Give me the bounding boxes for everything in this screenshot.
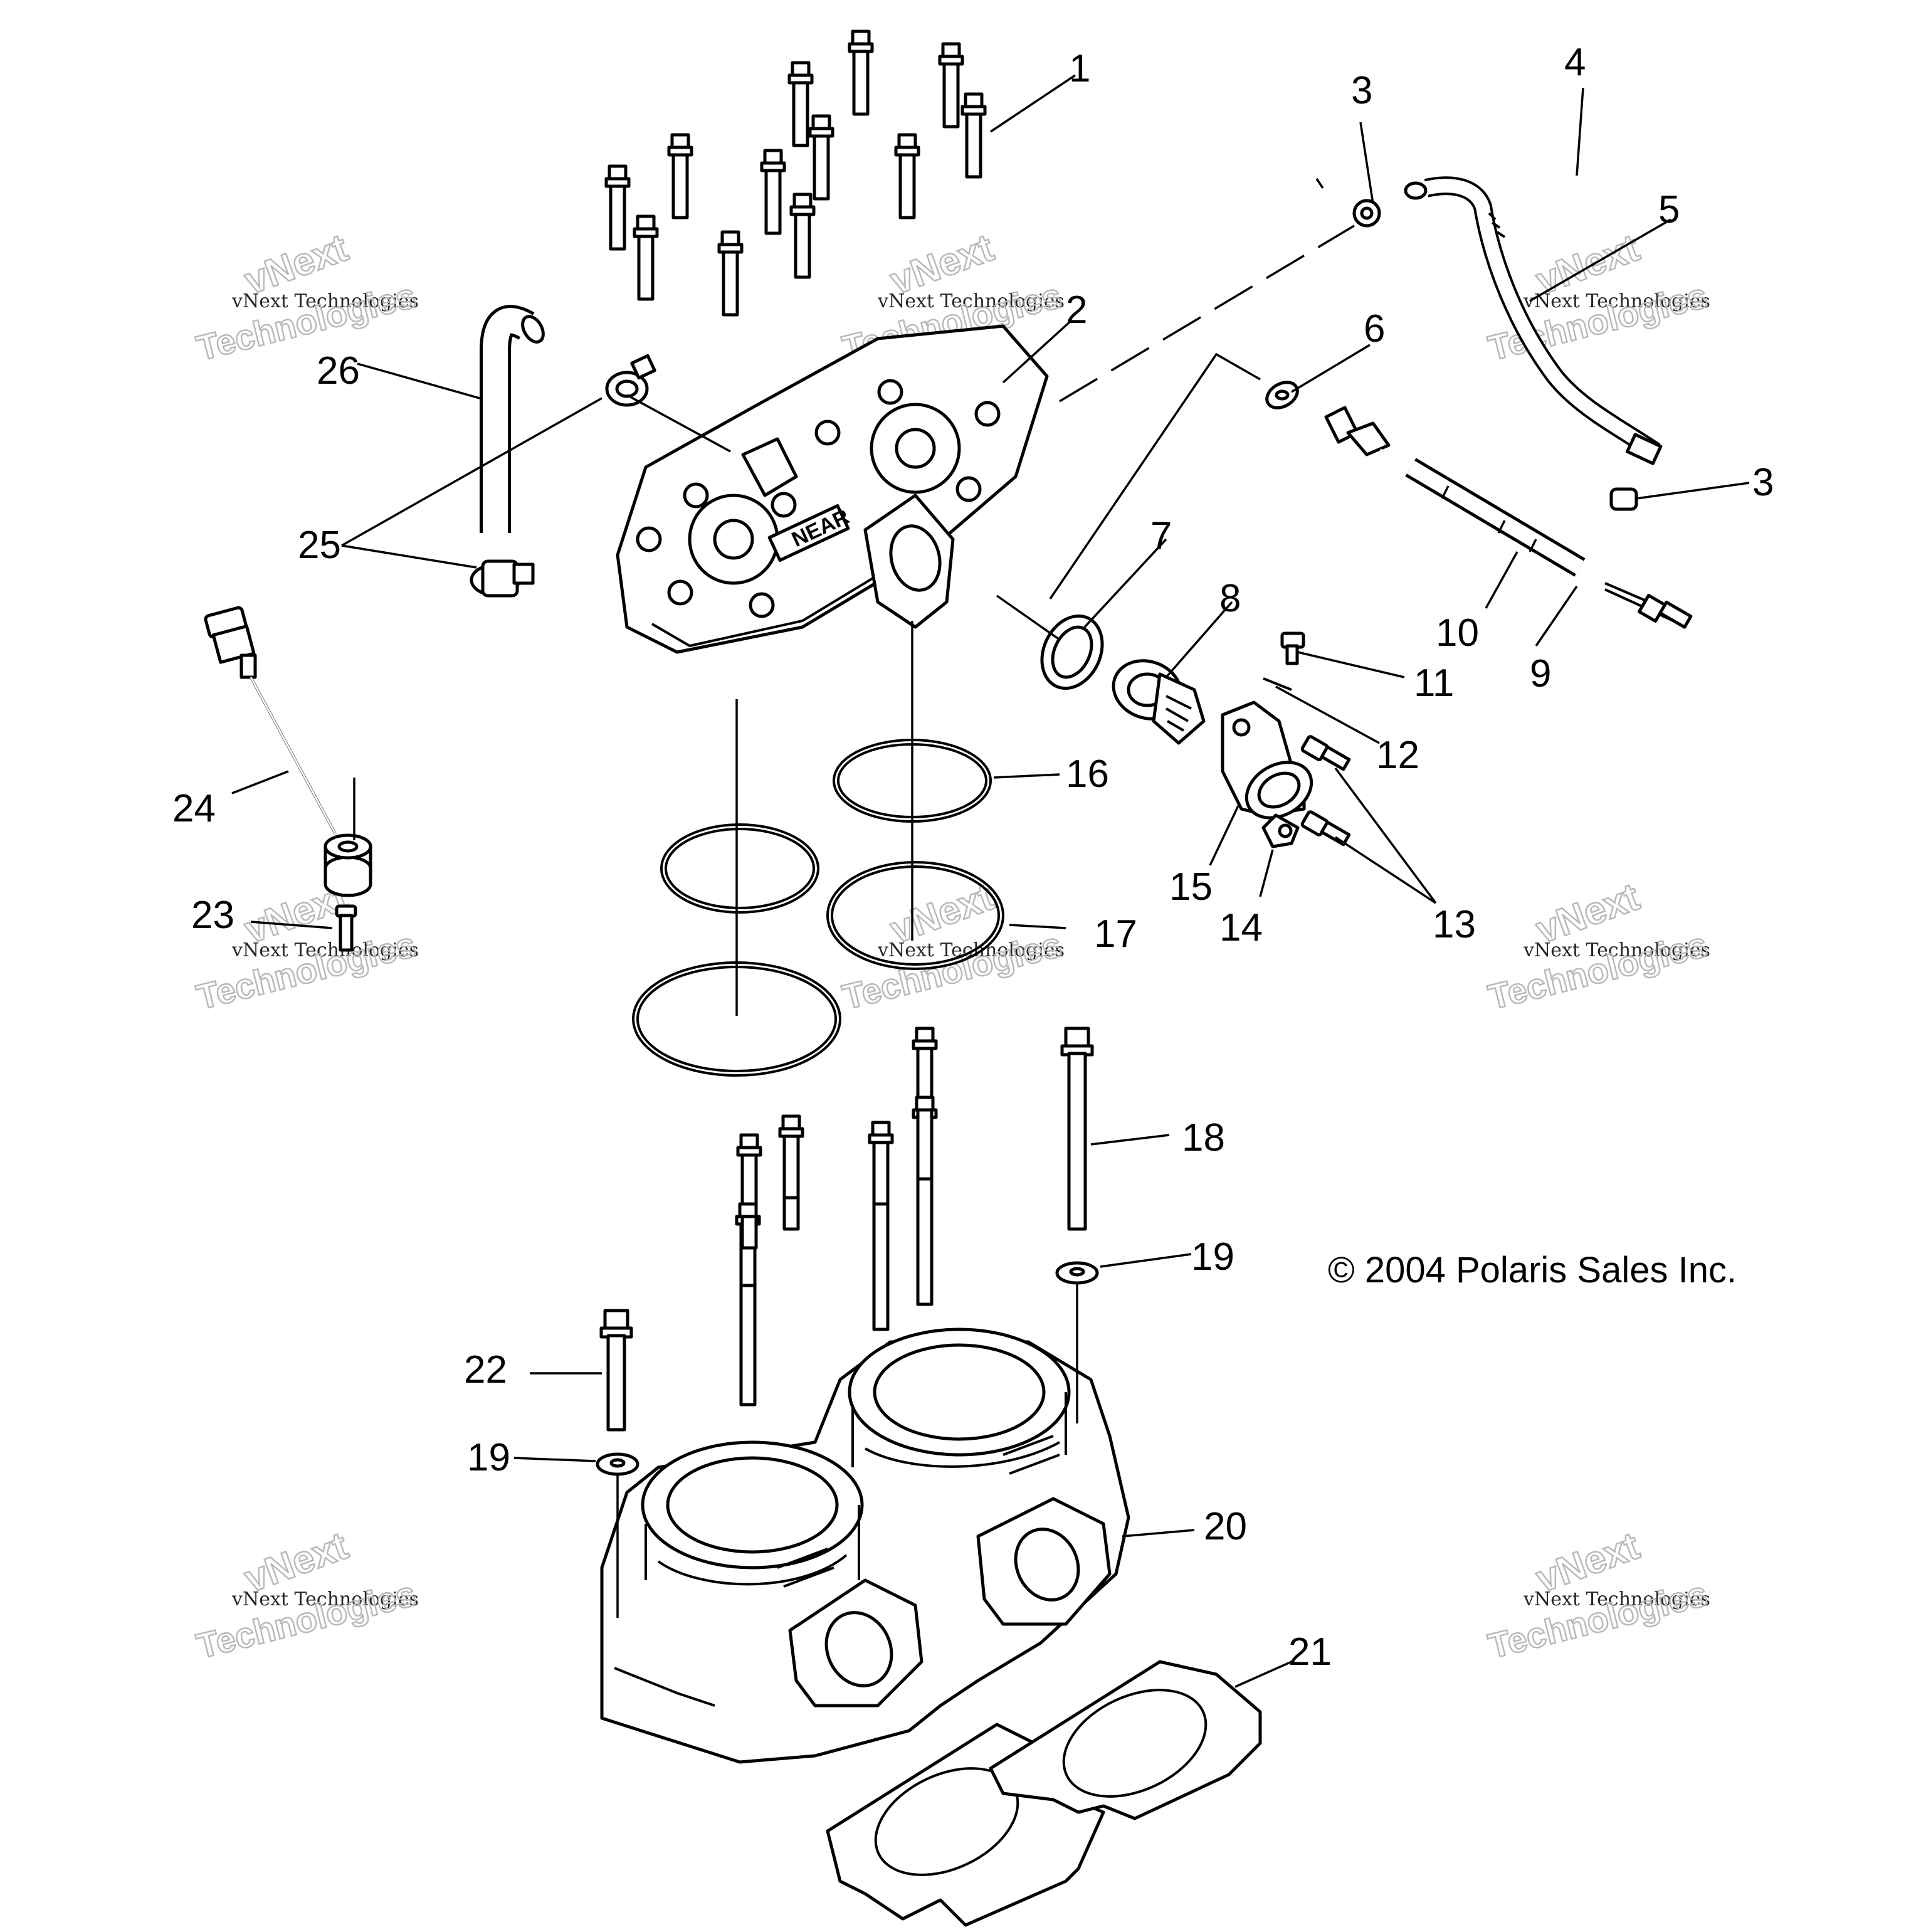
callouts: 1 2 3 4 3 5 6 7 8 9 10 11 12 13 14 15 16… (172, 41, 1774, 1674)
watermark-word: Technologies (193, 1573, 419, 1665)
washer (1055, 1261, 1099, 1285)
mounting-pin (335, 904, 357, 952)
leader-lines (231, 74, 1750, 1688)
thermostat-housing (1221, 700, 1313, 820)
watermark-line: vNext Technologies (1523, 1588, 1710, 1610)
callout-18: 18 (1182, 1116, 1225, 1159)
watermark-word: Technologies (1485, 924, 1711, 1016)
watermark-word: Technologies (839, 924, 1065, 1016)
watermark-line: vNext Technologies (231, 290, 419, 312)
base-gasket (989, 1660, 1262, 1820)
bleed-screw (1280, 631, 1305, 665)
watermark-line: vNext Technologies (231, 1588, 419, 1610)
thermostat-gasket (1040, 614, 1104, 690)
seal-wire (1263, 677, 1292, 691)
cylinder-block (600, 1328, 1130, 1764)
callout-23: 23 (191, 894, 234, 937)
hose-clamp (470, 559, 535, 598)
callout-6: 6 (1364, 307, 1385, 351)
callout-9: 9 (1530, 652, 1551, 695)
bypass-hose (1247, 176, 1663, 465)
cylinder-head: NEAR (616, 324, 1049, 654)
callout-10: 10 (1436, 611, 1479, 655)
callout-16: 16 (1066, 752, 1109, 796)
stud-bolt (599, 1309, 633, 1432)
watermark-word: Technologies (193, 275, 419, 367)
thermostat (1112, 659, 1206, 745)
stud-bolt (1060, 1027, 1094, 1231)
callout-26: 26 (317, 349, 360, 393)
callout-19b: 19 (467, 1436, 510, 1479)
callout-19: 19 (1191, 1235, 1234, 1279)
cylinder-bolts (737, 1028, 936, 1287)
hose-clamp (605, 354, 656, 407)
washer (1265, 381, 1299, 409)
callout-24: 24 (172, 787, 216, 830)
long-bolt-shafts (739, 1108, 934, 1407)
callout-5: 5 (1658, 188, 1680, 231)
hose-clamp (1352, 199, 1381, 228)
callout-8: 8 (1219, 577, 1241, 620)
watermark-word: Technologies (1485, 1573, 1711, 1665)
callout-20: 20 (1204, 1505, 1247, 1548)
knock-sensor (204, 606, 337, 835)
callout-3: 3 (1351, 69, 1372, 112)
head-o-ring (826, 861, 1004, 970)
cable-bracket (1261, 813, 1300, 848)
hose-clamp (1609, 487, 1638, 511)
callout-7: 7 (1150, 514, 1172, 557)
callout-14: 14 (1219, 906, 1263, 949)
callout-12: 12 (1376, 734, 1419, 777)
callout-4: 4 (1564, 41, 1586, 84)
callout-3b: 3 (1752, 461, 1774, 504)
callout-15: 15 (1169, 865, 1213, 909)
sensor-grommet (324, 833, 372, 897)
callout-21: 21 (1288, 1630, 1332, 1674)
watermark-word: Technologies (193, 924, 419, 1016)
watermark-line: vNext Technologies (877, 290, 1065, 312)
callout-2: 2 (1066, 288, 1087, 332)
copyright-notice: © 2004 Polaris Sales Inc. (1328, 1250, 1737, 1291)
fitting-hose (480, 305, 545, 533)
housing-bolts (1300, 735, 1351, 847)
callout-22: 22 (464, 1348, 507, 1391)
callout-11: 11 (1414, 662, 1454, 705)
sensor-sleeve (1405, 458, 1586, 577)
head-o-ring (660, 823, 819, 914)
watermark-line: vNext Technologies (231, 939, 419, 961)
washer (596, 1452, 639, 1476)
callout-25: 25 (298, 524, 341, 567)
callout-17: 17 (1094, 912, 1137, 956)
callout-1: 1 (1069, 47, 1090, 90)
watermark-line: vNext Technologies (1523, 939, 1710, 961)
callout-13: 13 (1433, 903, 1476, 946)
watermark-line: vNext Technologies (1523, 290, 1710, 312)
